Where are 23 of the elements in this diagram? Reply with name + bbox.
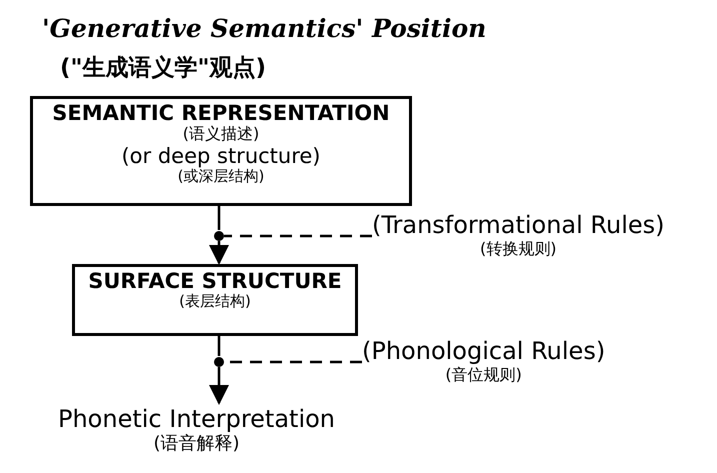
box-subtext: (or deep structure) xyxy=(121,144,321,168)
box-heading: SEMANTIC REPRESENTATION xyxy=(52,101,390,126)
connector-line xyxy=(218,336,220,356)
title: 'Generative Semantics' Position xyxy=(42,14,486,43)
rule-label: (Phonological Rules) xyxy=(362,338,606,366)
box-heading: SURFACE STRUCTURE xyxy=(88,269,342,294)
process-box xyxy=(30,96,412,206)
rule-subtext: (音位规则) xyxy=(445,366,522,384)
box-subtext: (语义描述) xyxy=(182,125,260,144)
dashed-line xyxy=(224,234,372,238)
output-label: Phonetic Interpretation xyxy=(58,406,336,434)
rule-subtext: (转换规则) xyxy=(480,240,557,258)
arrow xyxy=(209,241,229,265)
rule-label: (Transformational Rules) xyxy=(372,212,665,240)
junction-dot xyxy=(214,357,224,367)
box-subtext: (表层结构) xyxy=(179,293,251,310)
connector-line xyxy=(218,206,220,230)
box-subtext: (或深层结构) xyxy=(178,168,264,185)
arrow xyxy=(209,367,229,405)
subtitle: ("生成语义学"观点) xyxy=(60,54,266,83)
output-subtext: (语音解释) xyxy=(153,434,240,454)
process-box xyxy=(72,264,358,336)
junction-dot xyxy=(214,231,224,241)
